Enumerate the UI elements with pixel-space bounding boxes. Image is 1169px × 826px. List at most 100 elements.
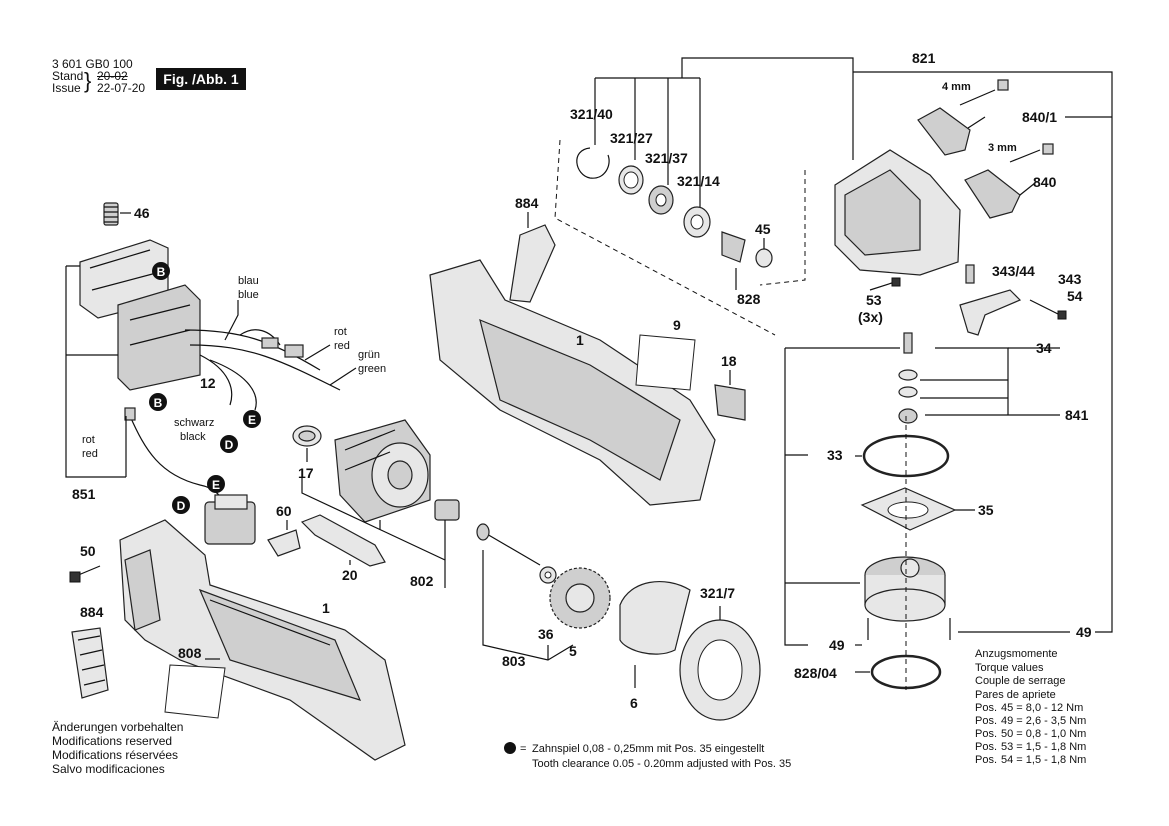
part-number-840: 840 xyxy=(1033,174,1057,190)
part-number-828-04: 828/04 xyxy=(794,665,837,681)
lever-343 xyxy=(959,289,1022,336)
connector-marker-d-wire: D xyxy=(220,435,238,453)
label-9 xyxy=(635,334,696,391)
wire-label-blue: blue xyxy=(238,289,259,301)
screw-50 xyxy=(69,565,101,583)
torque-row: Pos.54 = 1,5 - 1,8 Nm xyxy=(975,754,1090,767)
clearance-bullet-icon xyxy=(504,742,516,754)
wire-label-red-cable: red xyxy=(82,448,98,460)
issue-label: Issue xyxy=(52,81,81,95)
modifications-note-fr: Modifications réservées xyxy=(52,748,179,762)
wire-label-rot-cable: rot xyxy=(82,434,95,446)
part-number-841: 841 xyxy=(1065,407,1089,423)
motor xyxy=(334,419,431,523)
nut-45 xyxy=(755,248,773,268)
svg-text:E: E xyxy=(248,413,256,427)
part-number-1-left: 1 xyxy=(322,600,330,616)
part-number-5: 5 xyxy=(569,643,577,659)
svg-text:E: E xyxy=(212,478,220,492)
dimension-3mm: 3 mm xyxy=(988,142,1017,154)
part-number-60: 60 xyxy=(276,503,292,519)
pin-4mm xyxy=(959,79,1009,106)
torque-heading-en: Torque values xyxy=(975,661,1044,674)
part-number-321-7: 321/7 xyxy=(700,585,735,601)
gear-head-housing xyxy=(834,149,961,276)
clearance-note-en: Tooth clearance 0.05 - 0.20mm adjusted w… xyxy=(532,758,792,770)
part-number-321-40: 321/40 xyxy=(570,106,613,122)
housing-1-center xyxy=(429,259,716,506)
torque-row: Pos.45 = 8,0 - 12 Nm xyxy=(975,702,1090,715)
retaining-ring-321-40 xyxy=(576,147,610,179)
connector-marker-e-switch: E xyxy=(207,475,225,493)
part-number-840-1: 840/1 xyxy=(1022,109,1057,125)
part-number-803: 803 xyxy=(502,653,526,669)
issue-value: 22-07-20 xyxy=(97,81,146,95)
coupling xyxy=(434,499,460,521)
part-18 xyxy=(714,384,746,421)
torque-heading-fr: Couple de serrage xyxy=(975,675,1066,688)
button-840-1 xyxy=(917,107,971,156)
part-number-828: 828 xyxy=(737,291,761,307)
part-number-343: 343 xyxy=(1058,271,1082,287)
screw-54 xyxy=(1029,299,1067,320)
screw-53 xyxy=(869,277,901,291)
part-number-321-14: 321/14 xyxy=(677,173,720,189)
lever-20 xyxy=(300,514,386,567)
part-number-802: 802 xyxy=(410,573,434,589)
part-number-321-27: 321/27 xyxy=(610,130,653,146)
torque-value: 54 = 1,5 - 1,8 Nm xyxy=(1001,754,1087,767)
washer-36 xyxy=(539,566,557,584)
housing-1-left xyxy=(119,519,406,761)
part-number-17: 17 xyxy=(298,465,314,481)
torque-pos: Pos. xyxy=(975,715,998,728)
part-number-35: 35 xyxy=(978,502,994,518)
brace-glyph: } xyxy=(84,68,92,93)
part-number-884-center: 884 xyxy=(515,195,539,211)
pinion xyxy=(721,231,746,263)
wire-label-schwarz: schwarz xyxy=(174,417,214,429)
screws-49 xyxy=(867,618,951,640)
switch-module xyxy=(204,494,256,545)
part-number-12: 12 xyxy=(200,375,216,391)
torque-heading-es: Pares de apriete xyxy=(975,688,1056,701)
part-number-20: 20 xyxy=(342,567,358,583)
part-number-53: 53 xyxy=(866,292,882,308)
shim-35 xyxy=(860,487,957,531)
torque-value: 49 = 2,6 - 3,5 Nm xyxy=(1001,715,1087,728)
sleeve-17 xyxy=(292,425,322,447)
svg-text:B: B xyxy=(157,265,166,279)
washers-841 xyxy=(898,369,918,424)
torque-heading-de: Anzugsmomente xyxy=(975,648,1058,660)
part-number-53-count: (3x) xyxy=(858,309,883,325)
clearance-equals: = xyxy=(520,743,527,755)
part-number-36: 36 xyxy=(538,626,554,642)
modifications-note-es: Salvo modificaciones xyxy=(52,762,165,776)
part-number-54: 54 xyxy=(1067,288,1083,304)
stand-label: Stand xyxy=(52,69,84,83)
connector-marker-b-top: B xyxy=(152,262,170,280)
connector-marker-e-wire: E xyxy=(243,410,261,428)
part-number-34: 34 xyxy=(1036,340,1052,356)
part-number-808: 808 xyxy=(178,645,202,661)
modifications-note-en: Modifications reserved xyxy=(52,734,173,748)
modifications-note-de: Änderungen vorbehalten xyxy=(52,720,184,734)
wire-label-rot: rot xyxy=(334,326,347,338)
document-number: 3 601 GB0 100 xyxy=(52,57,133,71)
torque-table: Pos.45 = 8,0 - 12 Nm Pos.49 = 2,6 - 3,5 … xyxy=(975,702,1090,767)
guard-ring-321-7 xyxy=(679,619,761,721)
spring-343-44 xyxy=(965,264,975,284)
torque-pos: Pos. xyxy=(975,702,998,715)
torque-pos: Pos. xyxy=(975,754,998,767)
bearing-321-37 xyxy=(648,185,674,215)
pin-34 xyxy=(903,332,913,354)
part-number-33: 33 xyxy=(827,447,843,463)
wire-label-black: black xyxy=(180,431,206,443)
button-840 xyxy=(964,169,1021,219)
svg-text:D: D xyxy=(225,438,234,452)
part-number-1-center: 1 xyxy=(576,332,584,348)
part-number-18: 18 xyxy=(721,353,737,369)
label-808 xyxy=(164,664,226,719)
stand-value: 20-02 xyxy=(97,69,128,83)
part-number-821: 821 xyxy=(912,50,936,66)
